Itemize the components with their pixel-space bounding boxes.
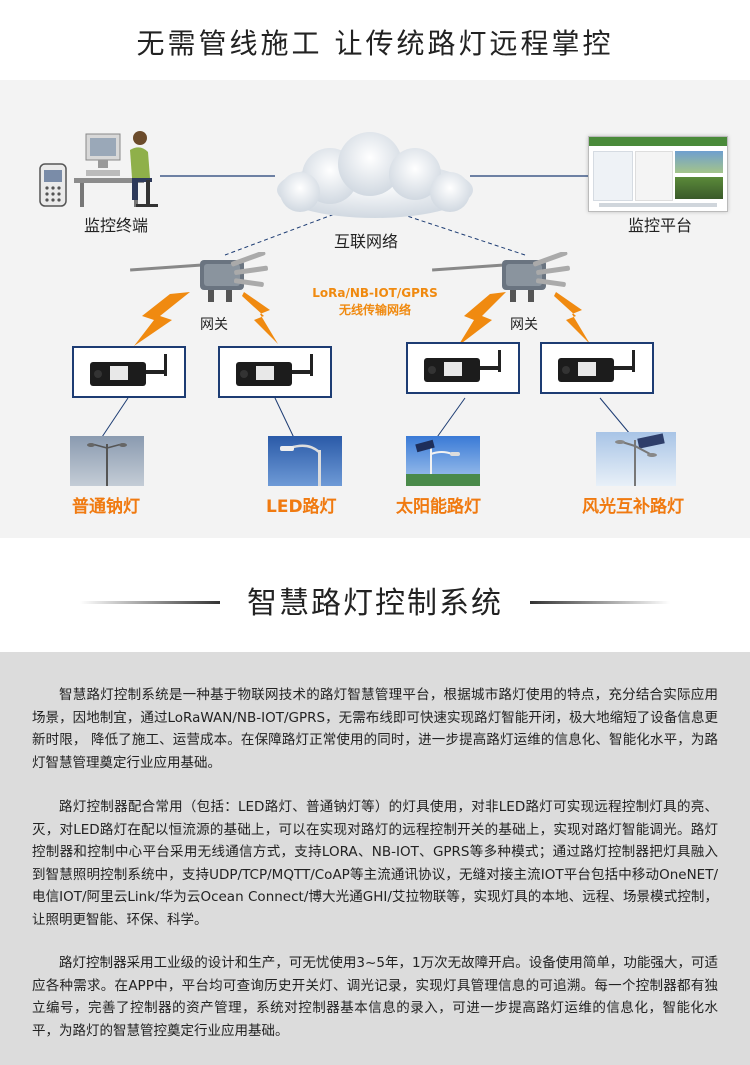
solar-lamp-photo — [406, 436, 480, 486]
section-header: 智慧路灯控制系统 — [0, 578, 750, 628]
lamp-label-wind-solar: 风光互补路灯 — [582, 497, 684, 517]
paragraph-1: 智慧路灯控制系统是一种基于物联网技术的路灯智慧管理平台，根据城市路灯使用的特点，… — [32, 687, 718, 771]
section-title: 智慧路灯控制系统 — [247, 586, 503, 621]
controller-device-icon — [558, 350, 635, 382]
connection-lines — [99, 175, 636, 441]
wireless-signal-icon — [554, 292, 590, 344]
protocol-line-1: LoRa/NB-IOT/GPRS — [312, 286, 438, 300]
paragraph-2: 路灯控制器配合常用（包括：LED路灯、普通钠灯等）的灯具使用，对非LED路灯可实… — [32, 799, 718, 928]
gateway-device-icon — [432, 252, 570, 302]
page-title: 无需管线施工 让传统路灯远程掌控 — [136, 27, 614, 60]
internet-label: 互联网络 — [334, 232, 399, 251]
gateway-device-icon — [130, 252, 268, 302]
monitor-terminal-label: 监控终端 — [84, 216, 149, 235]
controller-box — [540, 342, 654, 394]
wireless-signal-icon — [134, 292, 190, 346]
protocol-label: LoRa/NB-IOT/GPRS 无线传输网络 — [270, 285, 480, 319]
protocol-line-2: 无线传输网络 — [338, 303, 411, 317]
controller-box — [406, 342, 520, 394]
monitor-platform-label: 监控平台 — [628, 216, 693, 235]
mobile-phone-icon — [39, 163, 67, 207]
controller-device-icon — [90, 354, 167, 386]
controller-device-icon — [424, 350, 501, 382]
computer-operator-icon — [74, 131, 158, 207]
right-rule — [530, 601, 670, 604]
lamp-label-sodium: 普通钠灯 — [72, 497, 140, 517]
led-lamp-photo — [268, 436, 342, 486]
gateway-right-label: 网关 — [510, 317, 538, 333]
cloud-icon — [277, 132, 473, 218]
lamp-label-solar: 太阳能路灯 — [396, 497, 481, 517]
left-rule — [80, 601, 220, 604]
wireless-signal-icon — [242, 292, 278, 344]
description-panel — [0, 652, 750, 1065]
lamp-label-led: LED路灯 — [266, 497, 337, 517]
gateway-left-label: 网关 — [200, 317, 228, 333]
paragraph-3: 路灯控制器采用工业级的设计和生产，可无忧使用3~5年，1万次无故障开启。设备使用… — [32, 955, 718, 1039]
controller-box — [72, 346, 186, 398]
controller-device-icon — [236, 354, 313, 386]
monitor-platform-screen — [588, 136, 728, 212]
wireless-signal-icon — [458, 292, 506, 346]
top-banner: 无需管线施工 让传统路灯远程掌控 — [0, 0, 750, 80]
sodium-lamp-photo — [70, 436, 144, 486]
controller-box — [218, 346, 332, 398]
wind-solar-lamp-photo — [596, 432, 676, 486]
